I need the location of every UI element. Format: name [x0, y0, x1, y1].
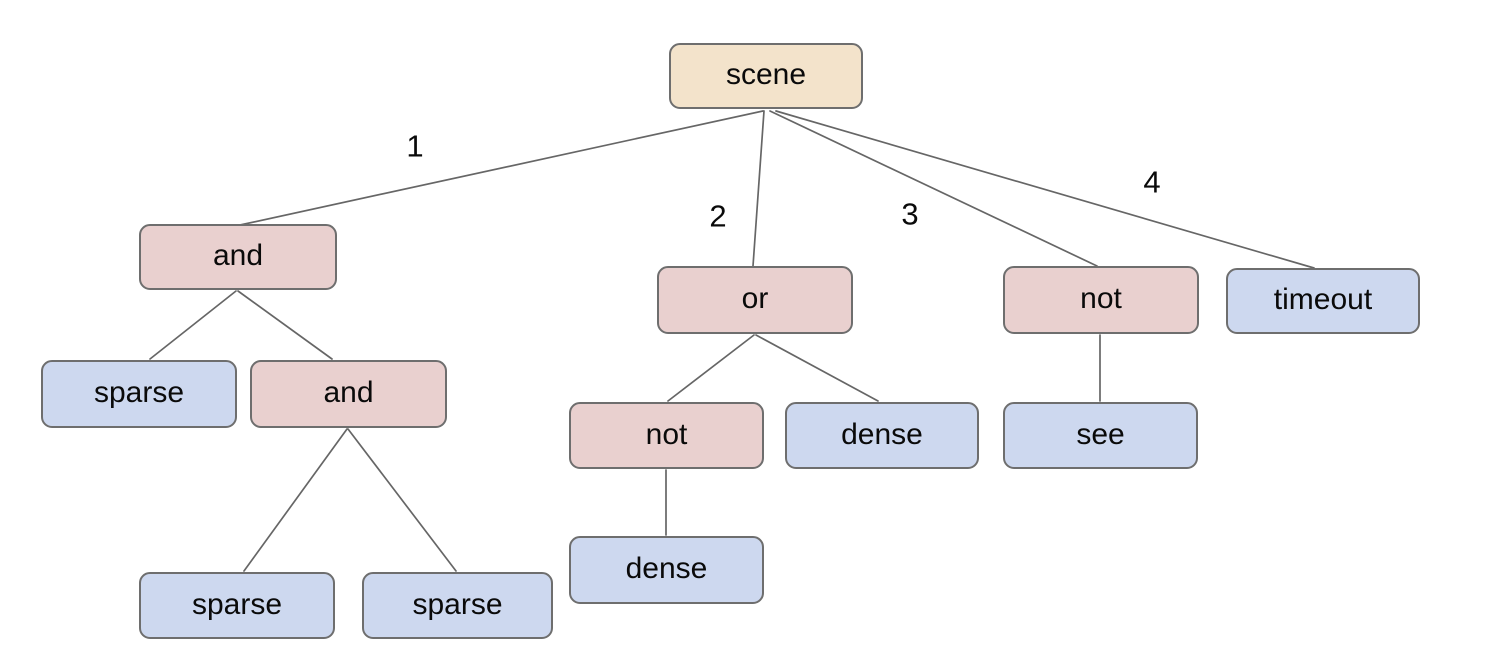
edge-scene-timeout	[775, 110, 1315, 269]
node-not-2: not	[569, 402, 764, 469]
node-and-2: and	[250, 360, 447, 428]
node-sparse-2: sparse	[139, 572, 335, 639]
edge-or-dense	[755, 334, 879, 402]
edge-and2-sparse3	[347, 428, 457, 572]
node-sparse-3: sparse	[362, 572, 553, 639]
edge-and-sparse	[149, 290, 237, 360]
node-not: not	[1003, 266, 1199, 334]
node-or: or	[657, 266, 853, 334]
node-dense-2: dense	[569, 536, 764, 604]
node-and: and	[139, 224, 337, 290]
edge-and-and2	[237, 290, 333, 360]
edge-scene-or	[752, 110, 765, 267]
node-dense: dense	[785, 402, 979, 469]
node-timeout: timeout	[1226, 268, 1420, 334]
edge-label-2: 2	[709, 198, 727, 234]
edge-scene-not	[769, 110, 1098, 267]
edge-scene-and	[239, 110, 764, 226]
edge-and2-sparse2	[243, 428, 348, 572]
edge-label-4: 4	[1143, 164, 1161, 200]
edge-label-1: 1	[406, 128, 424, 164]
edge-label-3: 3	[901, 196, 919, 232]
node-see: see	[1003, 402, 1198, 469]
edge-or-not2	[667, 334, 755, 402]
node-sparse: sparse	[41, 360, 237, 428]
node-scene: scene	[669, 43, 863, 109]
